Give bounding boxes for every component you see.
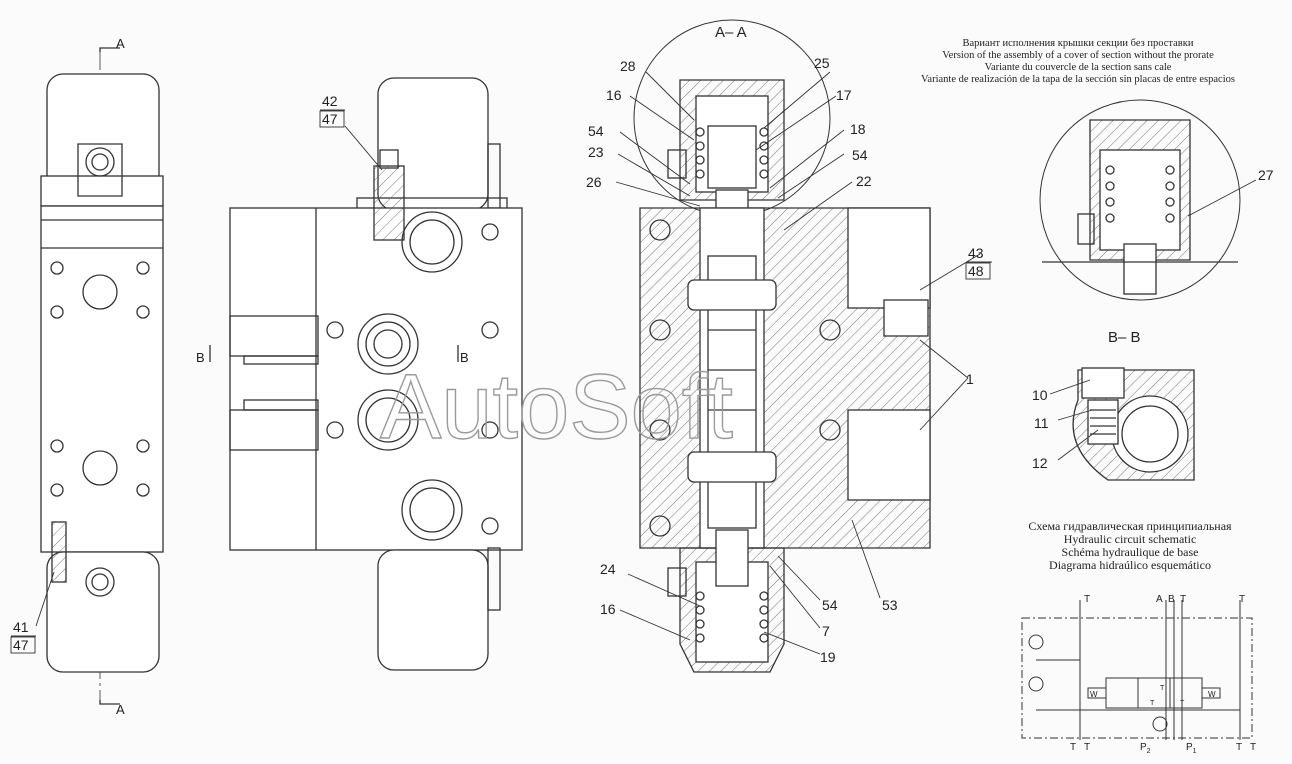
- bolt-holes-front: [326, 223, 499, 535]
- port-t2: T: [1239, 594, 1245, 605]
- callout-54-c: 54: [822, 597, 838, 613]
- front-view: [209, 77, 523, 671]
- callout-53: 53: [882, 597, 898, 613]
- callout-7: 7: [822, 623, 830, 639]
- callout-48: 48: [968, 263, 984, 279]
- callout-11: 11: [1034, 415, 1049, 431]
- port-b: B: [1168, 594, 1175, 605]
- callout-22: 22: [856, 173, 872, 189]
- hydraulic-schematic: [1021, 600, 1253, 740]
- port-t6: T: [1084, 742, 1090, 753]
- schematic-title: Схема гидравлическая принципиальная Hydr…: [1028, 519, 1232, 572]
- section-aa: [633, 19, 931, 673]
- callout-42: 42: [322, 93, 338, 109]
- variant-note-es: Variante de realización de la tapa de la…: [921, 74, 1235, 85]
- variant-note: Вариант исполнения крышки секции без про…: [921, 38, 1235, 85]
- callout-numbers: 42 47 41 47 28 25 16 17 54 18 23 54 26 2…: [13, 55, 1274, 665]
- port-p1: P1: [1186, 742, 1197, 755]
- schematic-title-en: Hydraulic circuit schematic: [1064, 532, 1197, 546]
- section-marker-b-left: B: [196, 350, 205, 365]
- schematic-title-es: Diagrama hidraúlico esquemático: [1049, 558, 1211, 572]
- schematic-title-ru: Схема гидравлическая принципиальная: [1028, 519, 1232, 533]
- callout-54-b: 54: [852, 147, 868, 163]
- spool: [687, 255, 777, 529]
- callout-43: 43: [968, 245, 984, 261]
- callout-47-top: 47: [322, 111, 338, 127]
- callout-25: 25: [814, 55, 830, 71]
- cover-variant-detail: [1039, 99, 1241, 301]
- callout-24: 24: [600, 561, 616, 577]
- spring-top: [695, 127, 769, 179]
- callout-16-top: 16: [606, 87, 622, 103]
- callout-19: 19: [820, 649, 836, 665]
- port-t1: T: [1084, 594, 1090, 605]
- port-w2: W: [1208, 690, 1216, 699]
- port-t7: T: [1236, 742, 1242, 753]
- schematic-port-labels: T A B T T T T P2 P1 T T W W T T T: [1070, 594, 1256, 755]
- callout-underlines: [10, 109, 992, 654]
- callout-1: 1: [966, 371, 974, 387]
- port-ta: T: [1150, 700, 1155, 707]
- callout-47-bottom: 47: [13, 637, 29, 653]
- callout-17: 17: [836, 87, 852, 103]
- callout-12: 12: [1032, 455, 1048, 471]
- port-t4: T: [1160, 685, 1165, 692]
- section-marker-a-top: A: [116, 36, 125, 51]
- callout-28: 28: [620, 58, 636, 74]
- port-t3: T: [1180, 594, 1186, 605]
- variant-note-en: Version of the assembly of a cover of se…: [942, 50, 1214, 61]
- callout-leaders: [35, 71, 1257, 655]
- port-a: A: [1156, 594, 1163, 605]
- port-tb: T: [1180, 700, 1185, 707]
- callout-41: 41: [13, 619, 29, 635]
- section-marker-a-bottom: A: [116, 702, 125, 717]
- port-t5: T: [1070, 742, 1076, 753]
- callout-10: 10: [1032, 387, 1048, 403]
- section-label-bb: B– B: [1108, 329, 1141, 346]
- callout-16-bottom: 16: [600, 601, 616, 617]
- callout-26: 26: [586, 174, 602, 190]
- variant-note-fr: Variante du couvercle de la section sans…: [985, 62, 1172, 73]
- bolt-holes-left: [50, 261, 150, 497]
- schematic-title-fr: Schéma hydraulique de base: [1062, 545, 1199, 559]
- callout-23: 23: [588, 144, 604, 160]
- spring-bottom: [695, 591, 769, 643]
- port-p2: P2: [1140, 742, 1151, 755]
- side-view-left: [40, 47, 164, 705]
- callout-54-a: 54: [588, 123, 604, 139]
- section-label-aa: A– A: [715, 24, 747, 41]
- callout-18: 18: [850, 121, 866, 137]
- section-bb: [1072, 367, 1195, 481]
- port-w1: W: [1090, 690, 1098, 699]
- port-t8: T: [1250, 742, 1256, 753]
- watermark: AutoSoft: [380, 356, 733, 458]
- variant-note-ru: Вариант исполнения крышки секции без про…: [963, 38, 1194, 49]
- section-marker-b-right: B: [460, 350, 469, 365]
- callout-27: 27: [1258, 167, 1274, 183]
